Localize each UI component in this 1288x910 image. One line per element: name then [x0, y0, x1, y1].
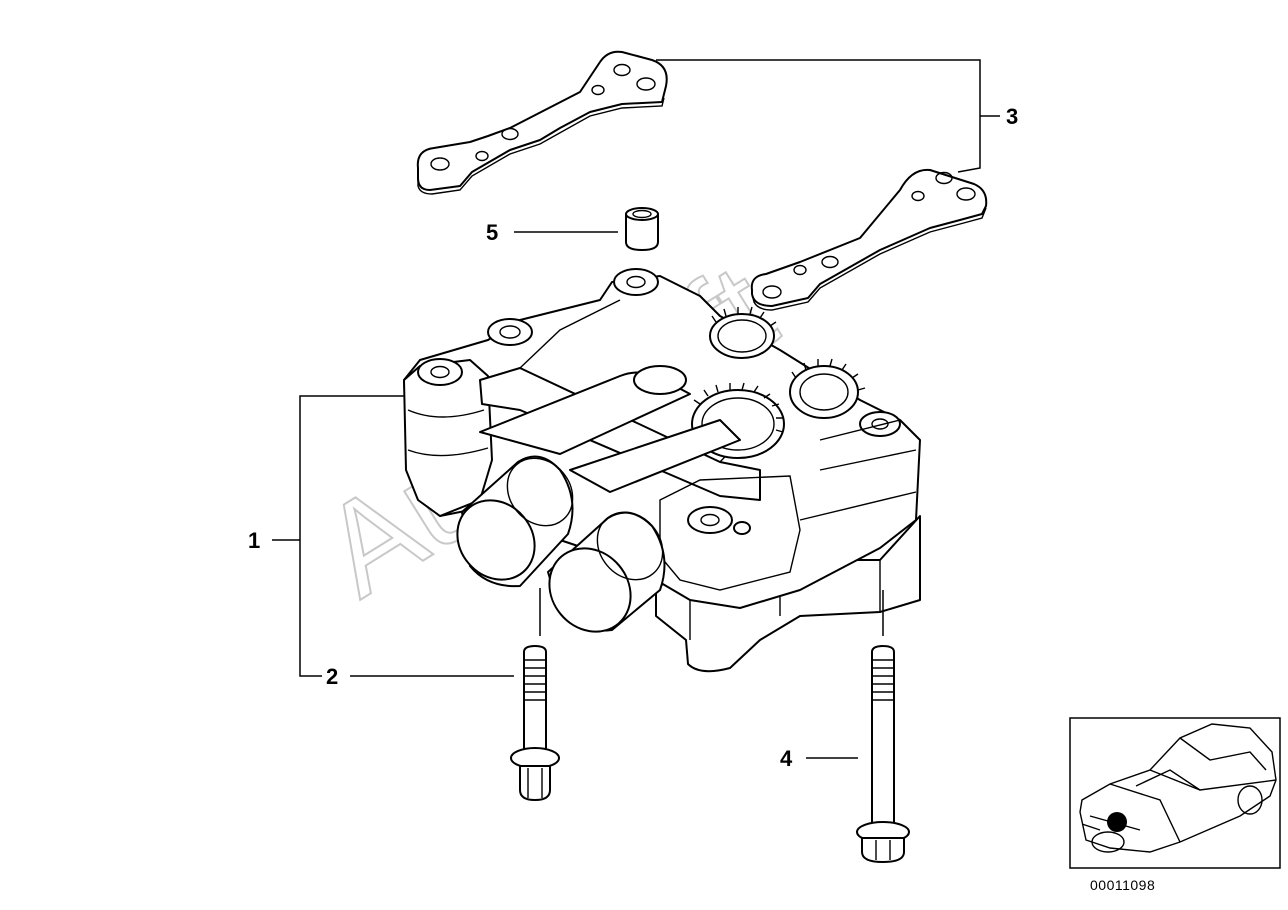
callout-3: 3	[1006, 104, 1018, 129]
diagram-number: 00011098	[1090, 877, 1155, 893]
leader-lines	[272, 59, 1000, 759]
long-bolt[interactable]	[856, 645, 910, 863]
vehicle-locator-inset	[1069, 717, 1281, 869]
car-outline-icon	[1079, 723, 1277, 853]
callout-1: 1	[248, 528, 260, 553]
location-marker-icon	[1107, 812, 1127, 832]
callout-2: 2	[326, 664, 338, 689]
callout-4: 4	[780, 746, 793, 771]
short-bolt[interactable]	[510, 645, 560, 801]
spacer-plate-right[interactable]	[750, 168, 988, 311]
dowel-sleeve[interactable]	[625, 207, 659, 251]
balance-shafts	[456, 365, 741, 633]
spacer-plate-left[interactable]	[416, 50, 668, 195]
callout-5: 5	[486, 220, 498, 245]
